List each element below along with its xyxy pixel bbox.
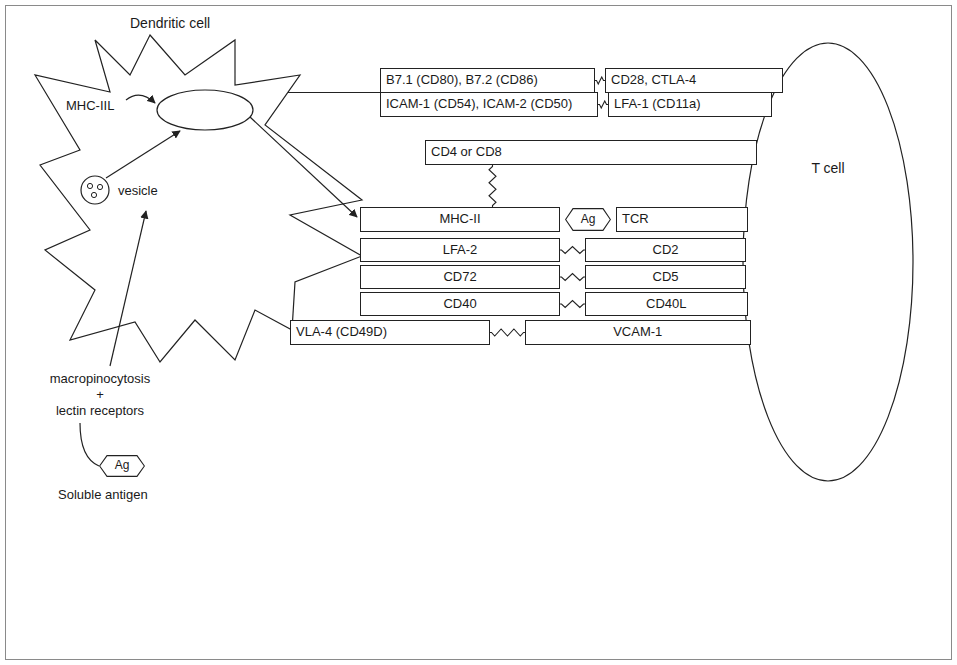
molecule-name: LFA-2 — [443, 243, 478, 258]
hexagon-shape — [566, 209, 611, 231]
annotation-label: MHC-IIL — [66, 98, 114, 114]
molecule-box: VCAM-1 — [525, 320, 751, 345]
molecule-box: TCR — [616, 207, 748, 232]
molecule-box: CD28, CTLA-4 — [605, 68, 783, 93]
molecule-box: CD5 — [585, 265, 746, 289]
vesicle-particle — [87, 183, 92, 188]
molecule-name: TCR — [622, 212, 649, 227]
molecule-name: VLA-4 (CD49D) — [296, 325, 387, 340]
annotation-label: lectin receptors — [56, 403, 144, 419]
antigen-hexagon: Ag — [565, 208, 611, 231]
molecule-box: LFA-1 (CD11a) — [608, 92, 772, 117]
uptake-arrow — [110, 211, 146, 366]
endosome-compartment — [157, 90, 253, 130]
binding-zigzag — [489, 165, 496, 207]
uptake-arrow — [106, 131, 180, 178]
molecule-name: CD40L — [646, 297, 686, 312]
binding-zigzag — [490, 329, 525, 336]
figure-frame — [6, 6, 952, 660]
molecule-box: CD2 — [585, 238, 746, 262]
annotation-label: + — [96, 387, 104, 403]
molecule-name: CD40 — [443, 297, 476, 312]
antigen-uptake-line — [80, 423, 99, 466]
molecule-box: CD4 or CD8 — [425, 140, 757, 165]
annotation-label: macropinocytosis — [50, 371, 150, 387]
binding-zigzag — [560, 301, 585, 308]
binding-zigzag — [598, 101, 608, 108]
molecule-name: CD4 or CD8 — [431, 145, 502, 160]
uptake-arrow — [126, 95, 155, 103]
molecule-box: CD40 — [360, 292, 560, 316]
molecule-name: B7.1 (CD80), B7.2 (CD86) — [386, 73, 538, 88]
annotation-label: vesicle — [118, 183, 158, 199]
molecule-name: Ag — [115, 459, 130, 473]
molecule-box: CD40L — [585, 292, 748, 316]
vesicle-particle — [97, 184, 102, 189]
molecule-box: ICAM-1 (CD54), ICAM-2 (CD50) — [380, 92, 598, 117]
dendritic-cell-shape — [35, 35, 362, 362]
binding-zigzag — [560, 247, 585, 254]
membrane-stalk-line — [288, 92, 380, 93]
molecule-name: CD5 — [653, 270, 679, 285]
molecule-box: LFA-2 — [360, 238, 560, 262]
antigen-hexagon: Ag — [99, 455, 145, 477]
hexagon-shape — [100, 456, 145, 477]
binding-zigzag — [560, 274, 585, 281]
dendritic-cell: Dendritic cell — [30, 8, 370, 373]
molecule-name: Ag — [581, 213, 596, 227]
cell-name: Dendritic cell — [130, 15, 210, 31]
molecule-box: CD72 — [360, 265, 560, 289]
molecule-name: CD2 — [653, 243, 679, 258]
annotation-label: Soluble antigen — [58, 487, 148, 503]
cell-name: T cell — [742, 160, 914, 176]
vesicle-particle — [91, 192, 96, 197]
binding-zigzag — [595, 77, 605, 84]
t-cell-shape — [743, 43, 913, 481]
molecule-box: B7.1 (CD80), B7.2 (CD86) — [380, 68, 595, 93]
vesicle-symbol — [81, 176, 109, 204]
molecule-name: CD28, CTLA-4 — [611, 73, 696, 88]
molecule-box: VLA-4 (CD49D) — [290, 320, 490, 345]
molecule-box: MHC-II — [360, 207, 560, 232]
molecule-name: VCAM-1 — [613, 325, 662, 340]
presentation-arrow — [250, 117, 357, 217]
molecule-name: MHC-II — [439, 212, 480, 227]
molecule-name: CD72 — [443, 270, 476, 285]
molecule-name: LFA-1 (CD11a) — [614, 97, 700, 112]
cell-outline — [30, 8, 370, 373]
molecule-name: ICAM-1 (CD54), ICAM-2 (CD50) — [386, 97, 572, 112]
